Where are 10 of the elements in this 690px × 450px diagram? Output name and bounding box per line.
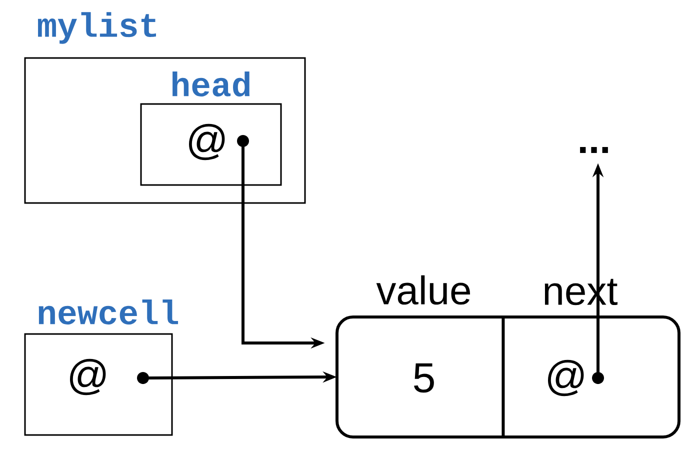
field-label: head xyxy=(172,72,250,96)
field-value: 5 xyxy=(414,363,434,393)
field-label: newcell xyxy=(38,300,178,324)
cell-box xyxy=(336,316,680,438)
field-label: value xyxy=(376,275,470,305)
field-value: @ xyxy=(70,358,106,396)
field-value: @ xyxy=(189,124,225,160)
field-value: @ xyxy=(548,360,584,396)
field-label: mylist xyxy=(38,12,156,44)
ellipsis-text: ... xyxy=(580,147,608,153)
